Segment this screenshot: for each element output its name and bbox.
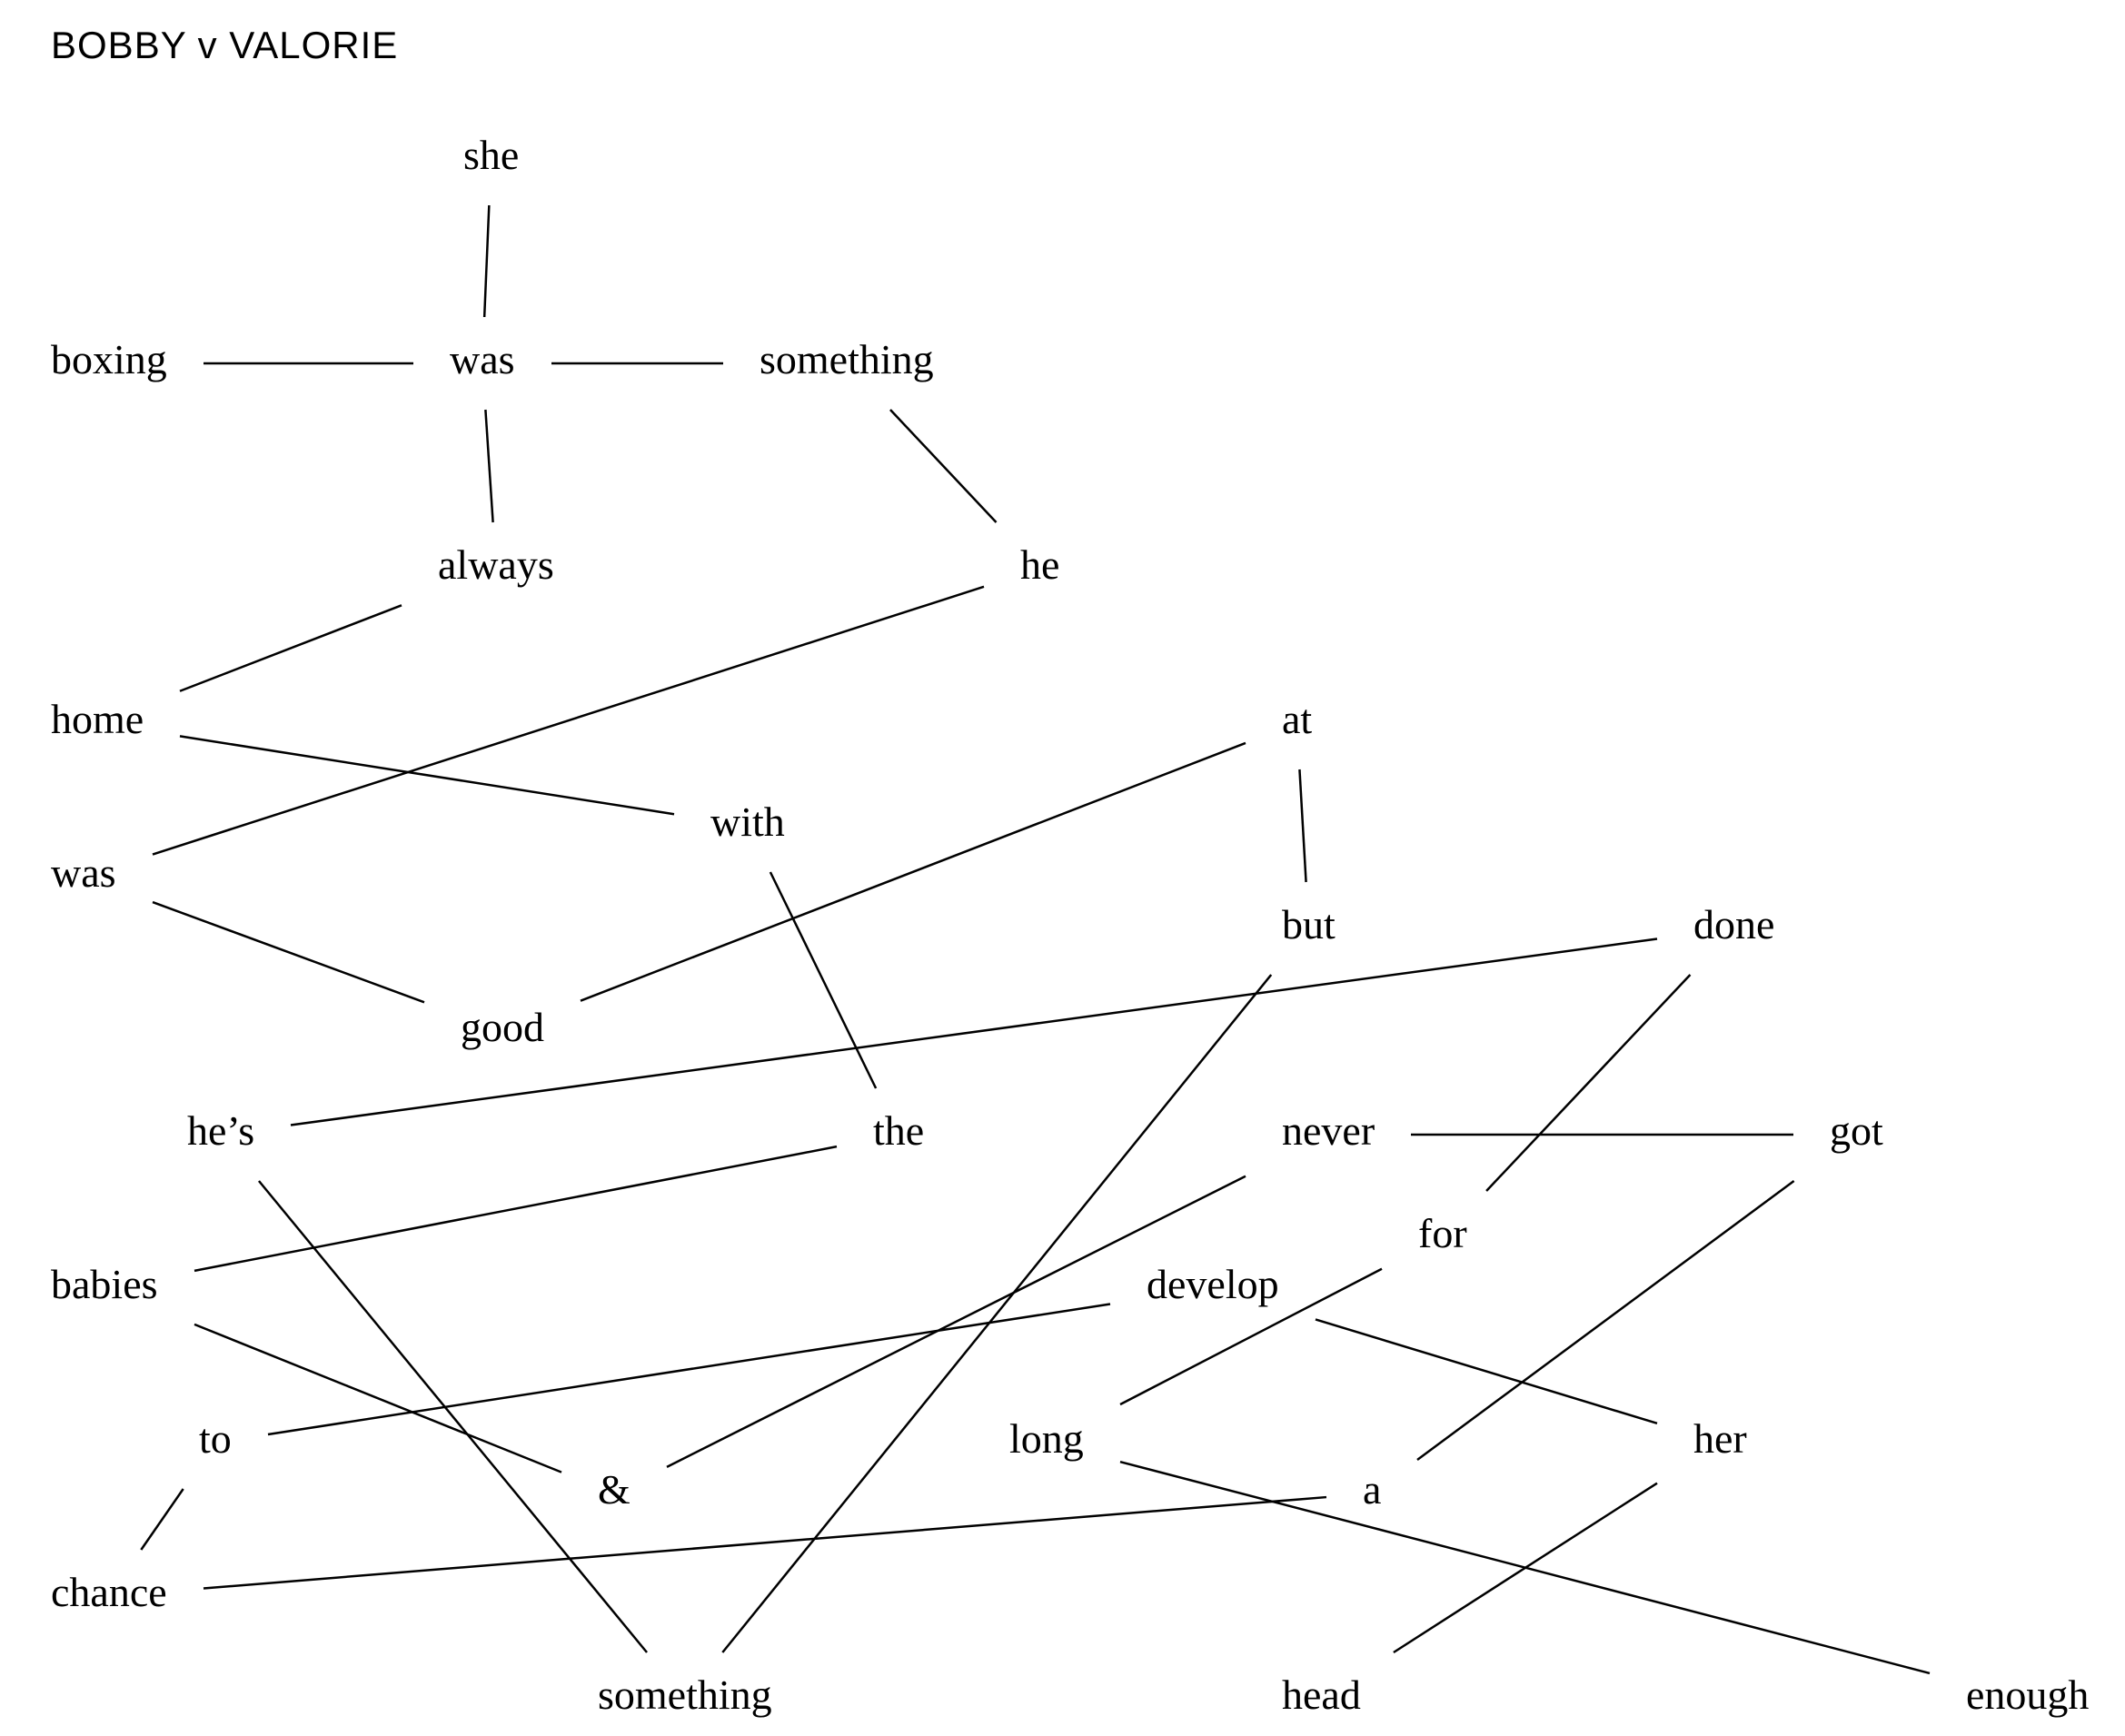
word-she: she	[463, 132, 520, 178]
connector-develop-her	[1315, 1318, 1658, 1425]
word-babies: babies	[51, 1261, 158, 1307]
connector-something1-he	[889, 409, 998, 523]
connector-develop-to	[267, 1303, 1111, 1436]
word-enough: enough	[1966, 1672, 2090, 1718]
diagram-title: BOBBY v VALORIE	[51, 24, 399, 66]
word-with: with	[710, 799, 785, 845]
connector-at-but	[1298, 769, 1307, 883]
connector-never-amp	[666, 1175, 1246, 1468]
word-long: long	[1009, 1415, 1084, 1462]
word-never: never	[1282, 1107, 1375, 1154]
connector-she-was1	[482, 204, 491, 318]
word-but: but	[1282, 901, 1336, 947]
word-amp: &	[598, 1466, 631, 1513]
word-got: got	[1830, 1107, 1883, 1154]
connector-got-a	[1416, 1179, 1795, 1461]
connector-to-chance	[140, 1488, 184, 1551]
connector-was1-always	[484, 409, 494, 523]
word-was2: was	[51, 849, 116, 896]
connector-the-babies	[194, 1145, 838, 1273]
connector-always-home	[179, 604, 402, 692]
connector-but-something2	[721, 974, 1273, 1653]
connector-a-chance	[203, 1495, 1327, 1590]
connector-done-hes	[290, 937, 1658, 1126]
word-something1: something	[760, 336, 934, 382]
word-a: a	[1363, 1466, 1382, 1513]
word-home: home	[51, 696, 144, 742]
connector-her-head	[1393, 1482, 1658, 1654]
word-always: always	[438, 541, 554, 588]
word-head: head	[1282, 1672, 1361, 1718]
word-he: he	[1020, 541, 1060, 588]
word-her: her	[1693, 1415, 1747, 1462]
word-boxing: boxing	[51, 336, 167, 382]
word-to: to	[199, 1415, 232, 1462]
word-at: at	[1282, 696, 1313, 742]
connector-he-was2	[152, 585, 985, 856]
connector-hes-something2	[258, 1180, 648, 1653]
word-chance: chance	[51, 1569, 167, 1615]
word-hes: he’s	[187, 1107, 255, 1154]
connector-with-the	[769, 871, 878, 1089]
word-the: the	[873, 1107, 925, 1154]
connector-for-long	[1119, 1267, 1383, 1406]
word-for: for	[1418, 1210, 1467, 1256]
word-something2: something	[598, 1672, 772, 1718]
word-good: good	[461, 1004, 544, 1050]
connector-done-for	[1485, 974, 1692, 1192]
connector-babies-amp	[194, 1323, 562, 1473]
connector-home-with	[179, 735, 675, 816]
connector-at-good	[580, 741, 1246, 1002]
connector-was2-good	[152, 900, 425, 1004]
word-was1: was	[450, 336, 515, 382]
word-done: done	[1693, 901, 1775, 947]
word-develop: develop	[1147, 1261, 1279, 1307]
